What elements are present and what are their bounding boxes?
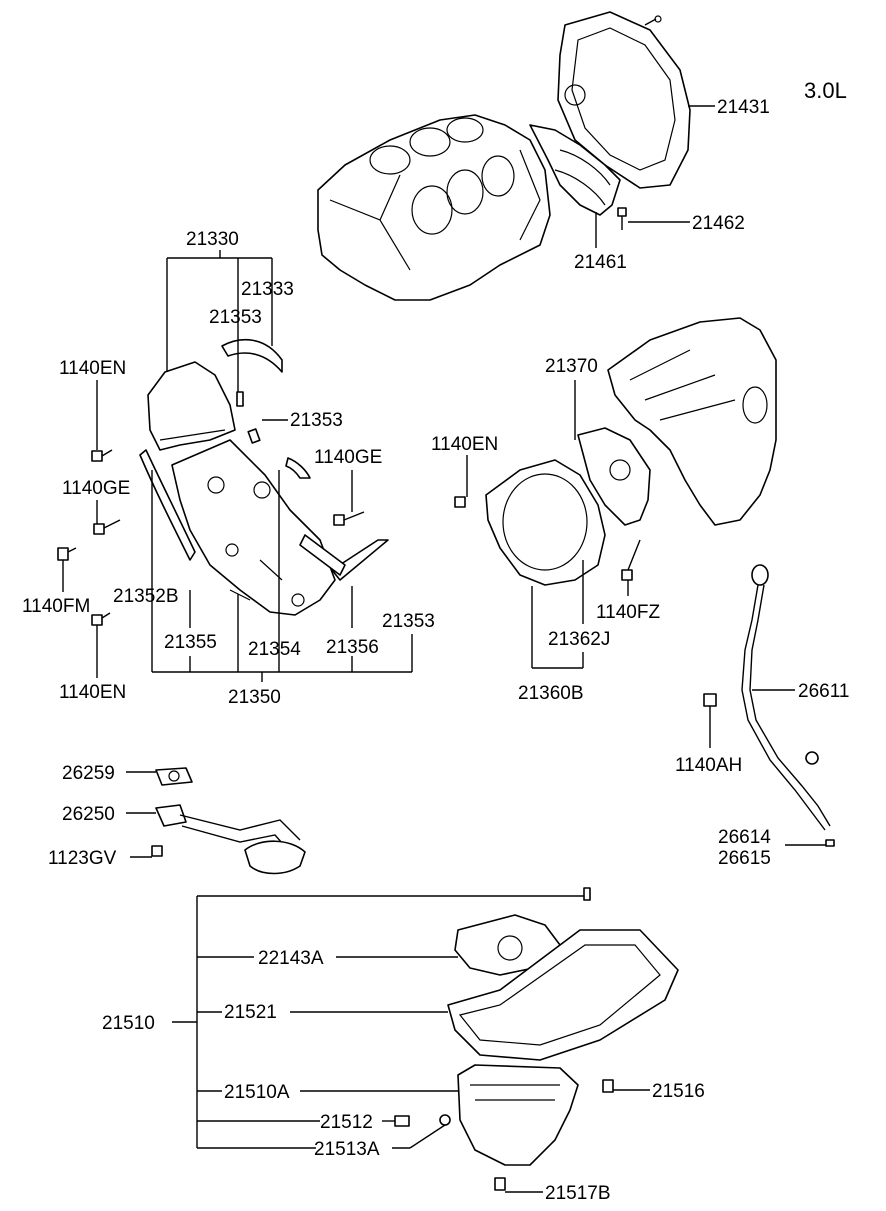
- label-21360b: 21360B: [518, 683, 584, 704]
- label-1140ah: 1140AH: [675, 755, 742, 776]
- label-26259: 26259: [62, 763, 115, 784]
- label-21510: 21510: [102, 1013, 155, 1034]
- label-21516: 21516: [652, 1081, 705, 1102]
- label-21356: 21356: [326, 637, 379, 658]
- seal-21333: [221, 339, 283, 373]
- engine-label: 3.0L: [804, 78, 847, 103]
- callout-labels: 21431 21462 21461 21330 21333 21353 2135…: [22, 97, 849, 1204]
- engine-block-upper: [317, 114, 551, 301]
- label-21355: 21355: [164, 632, 217, 653]
- label-1140en-left-bottom: 1140EN: [59, 682, 126, 703]
- label-21354: 21354: [248, 639, 301, 660]
- label-22143a: 22143A: [258, 948, 324, 969]
- label-26615: 26615: [718, 848, 771, 869]
- label-21353-middle: 21353: [290, 410, 343, 431]
- bracket-21370: [577, 427, 651, 526]
- label-21353-upper: 21353: [209, 307, 262, 328]
- leader-lines: [62, 105, 826, 1193]
- label-21512: 21512: [320, 1112, 373, 1133]
- dipstick-26611: [741, 564, 835, 847]
- label-1140fz: 1140FZ: [596, 602, 660, 623]
- label-21350: 21350: [228, 687, 281, 708]
- label-26614: 26614: [718, 827, 771, 848]
- label-26250: 26250: [62, 804, 115, 825]
- label-21353-lower: 21353: [382, 611, 435, 632]
- oil-pickup-26250: [151, 767, 306, 875]
- label-26611: 26611: [798, 681, 849, 702]
- rear-plate-21431: [557, 11, 691, 189]
- timing-cover-lower-21350: [171, 439, 336, 616]
- label-1140en-left-top: 1140EN: [59, 358, 126, 379]
- gasket-21352b: [139, 449, 196, 561]
- label-21462: 21462: [692, 213, 745, 234]
- label-1140en-right: 1140EN: [431, 434, 498, 455]
- pulley-21360b: [485, 459, 606, 586]
- bolts-left: [57, 449, 365, 626]
- label-21431: 21431: [717, 97, 770, 118]
- label-21517b: 21517B: [545, 1183, 611, 1204]
- label-21513a: 21513A: [314, 1139, 380, 1160]
- label-21330: 21330: [186, 229, 239, 250]
- oil-pan-assembly: [394, 887, 679, 1191]
- cover-21461: [529, 124, 621, 216]
- label-21370: 21370: [545, 356, 598, 377]
- label-21352b: 21352B: [113, 586, 179, 607]
- label-21521: 21521: [224, 1002, 277, 1023]
- bolts-right: [454, 496, 717, 707]
- bolt-21462: [617, 207, 627, 230]
- label-1140ge-right: 1140GE: [314, 447, 382, 468]
- label-21510a: 21510A: [224, 1082, 290, 1103]
- engine-block-right: [607, 317, 777, 526]
- seal-21353: [247, 428, 311, 479]
- label-1140fm: 1140FM: [22, 596, 90, 617]
- gasket-21356: [299, 534, 389, 581]
- label-1123gv: 1123GV: [48, 848, 117, 869]
- label-21333: 21333: [241, 279, 294, 300]
- label-21461: 21461: [574, 252, 627, 273]
- timing-cover-upper-21330: [147, 361, 244, 451]
- label-1140ge-left: 1140GE: [62, 478, 130, 499]
- label-21362j: 21362J: [548, 629, 610, 650]
